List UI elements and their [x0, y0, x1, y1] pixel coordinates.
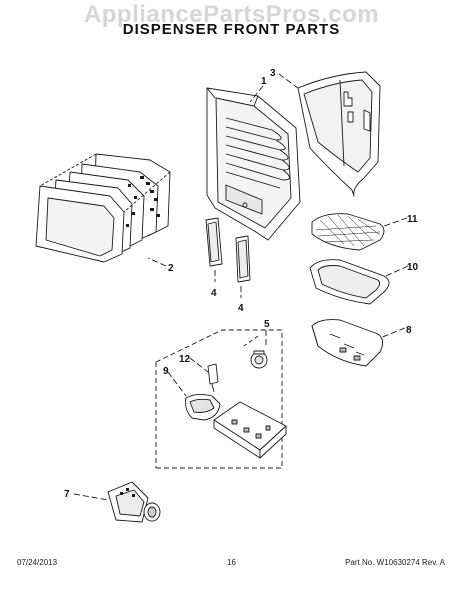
callout-4-left: 4: [211, 288, 217, 299]
solenoid-knob: [250, 350, 268, 369]
pad-right: [235, 235, 251, 283]
callout-labels: 1 3 11 10 8 2 4 4 5 12 9 7: [64, 68, 419, 500]
callout-8: 8: [406, 325, 412, 336]
dispenser-actuator: [185, 393, 221, 421]
chute-cover: [297, 71, 381, 197]
pad-left: [205, 217, 223, 267]
drip-tray: [309, 259, 390, 305]
drip-tray-base: [311, 319, 383, 367]
callout-10: 10: [407, 262, 419, 273]
callout-5: 5: [264, 319, 270, 330]
leader-lines: [73, 73, 409, 501]
dispenser-housing: [206, 87, 301, 241]
callout-3: 3: [270, 68, 276, 79]
dispenser-motor: [107, 481, 161, 523]
callout-11: 11: [407, 214, 418, 225]
drip-tray-grille: [311, 213, 385, 251]
watermark: AppliancePartsPros.com: [83, 1, 380, 28]
micro-switch: [207, 363, 219, 393]
footer-date: 07/24/2013: [17, 558, 58, 567]
callout-12: 12: [179, 354, 191, 365]
callout-1: 1: [261, 76, 267, 87]
control-panel-assembly: [35, 153, 171, 263]
callout-2: 2: [168, 263, 174, 274]
callout-7: 7: [64, 489, 70, 500]
footer-part-number: Part No. W10630274 Rev. A: [345, 558, 445, 567]
switch-housing: [213, 401, 287, 459]
callout-4-right: 4: [238, 303, 244, 314]
page-title: DISPENSER FRONT PARTS: [122, 21, 341, 38]
footer-page-number: 16: [227, 558, 236, 567]
callout-9: 9: [163, 366, 169, 377]
dispenser-switch-assembly: [155, 329, 283, 469]
